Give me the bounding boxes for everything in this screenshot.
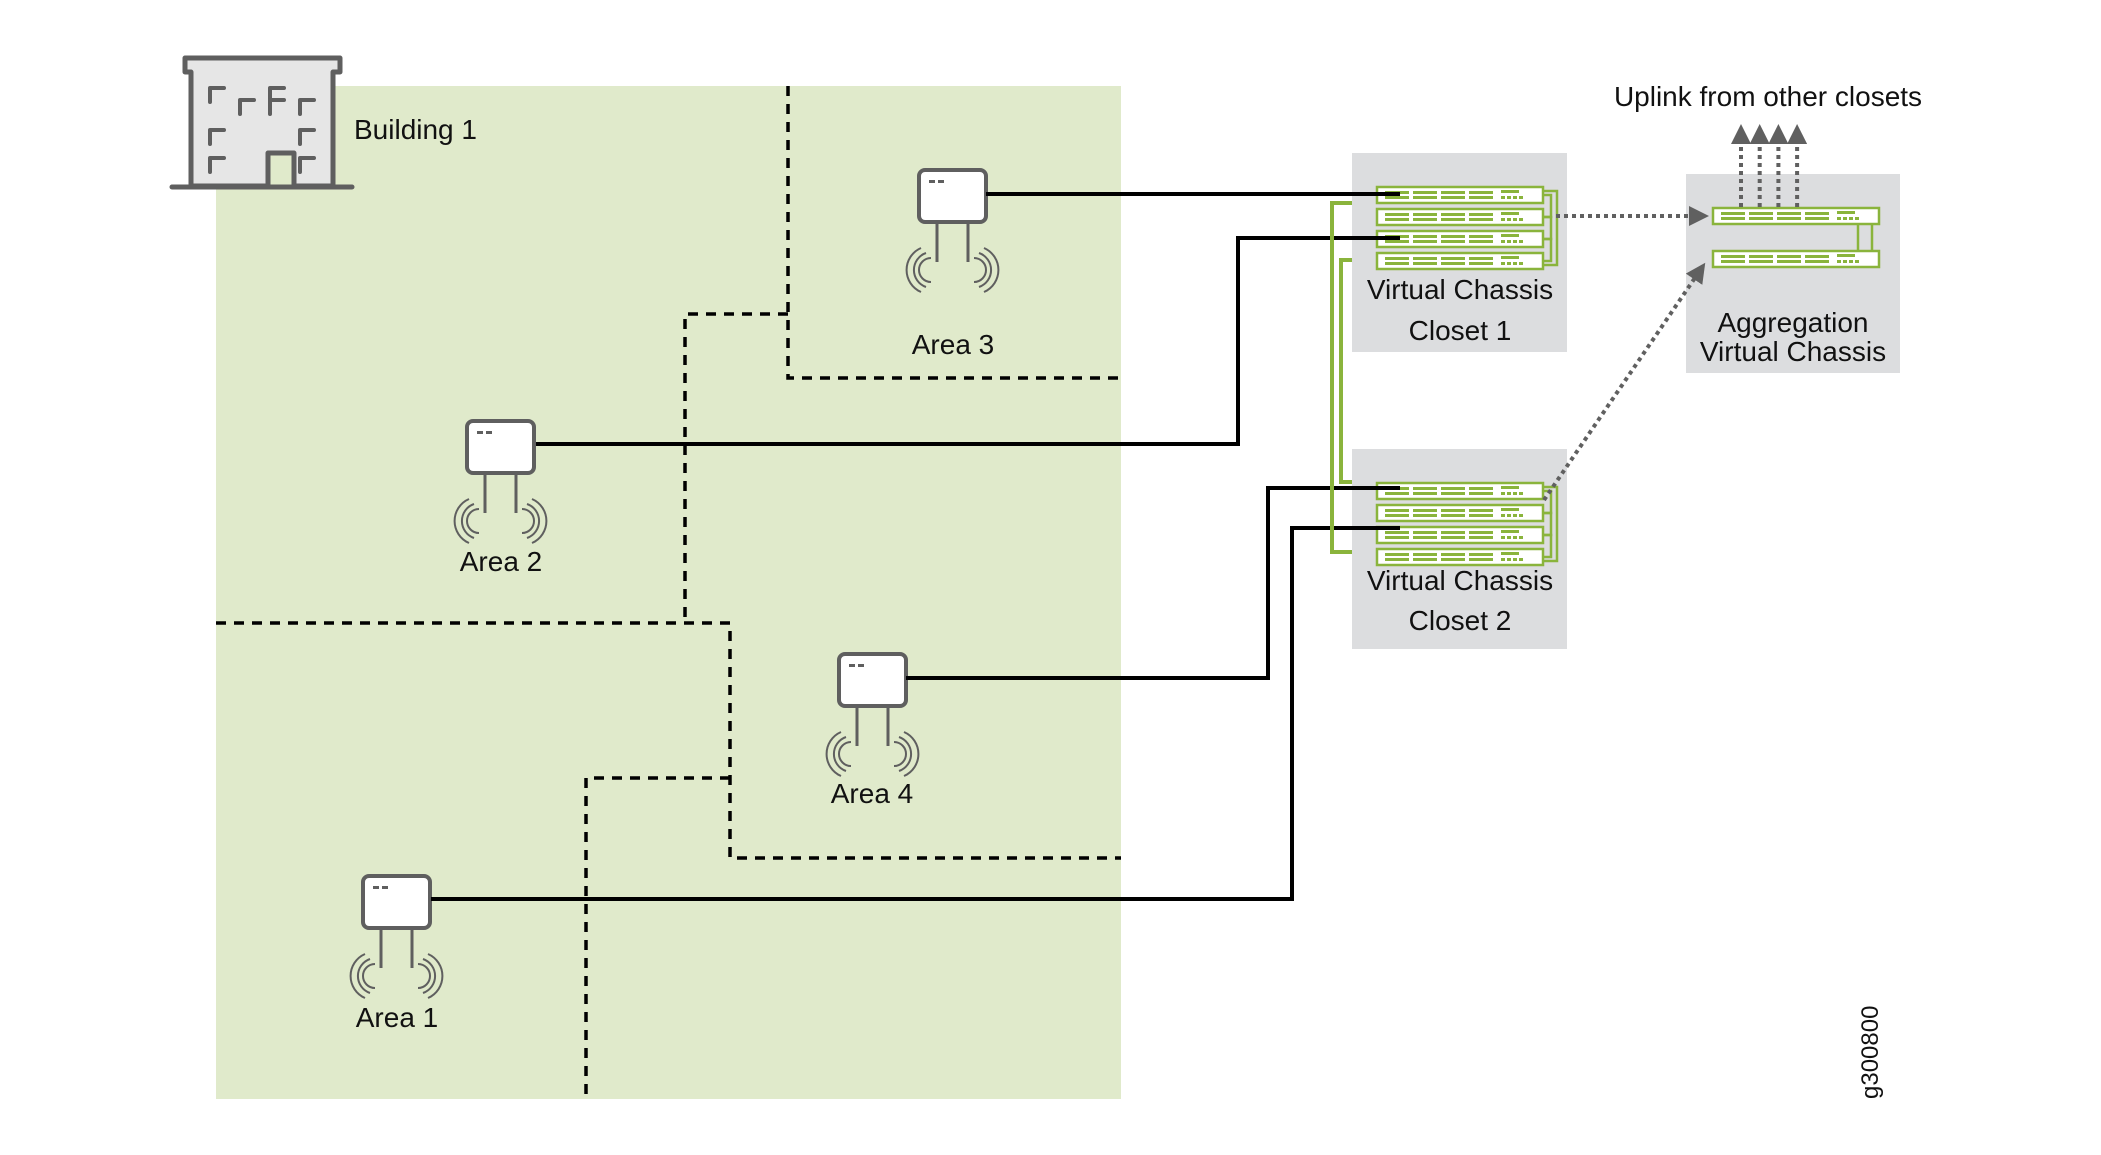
switch-icon (1375, 503, 1545, 523)
cable-area-1 (431, 526, 1400, 901)
switch-icon (1375, 525, 1545, 545)
closet-2-switch-stack (1375, 481, 1559, 567)
area-boundaries (216, 86, 1121, 1099)
wireless-access-point-icon (905, 168, 1000, 293)
closet-1-label-line2: Closet 1 (1409, 315, 1512, 346)
aggregation-label-line1: Aggregation (1717, 307, 1868, 338)
switch-icon (1711, 249, 1881, 269)
cable-ends (1352, 192, 1400, 530)
uplink-closet-2-to-aggregation (1542, 262, 1706, 502)
closet-1-label-line1: Virtual Chassis (1367, 274, 1553, 305)
switch-icon (1375, 229, 1545, 249)
area-3-boundary (786, 86, 1121, 380)
closet-2-label-line2: Closet 2 (1409, 605, 1512, 636)
switch-icon (1375, 185, 1545, 205)
switch-icon (1375, 547, 1545, 567)
closet-2-label-line1: Virtual Chassis (1367, 565, 1553, 596)
switch-icon (1375, 207, 1545, 227)
dotted-uplinks (1542, 206, 1709, 502)
area-1-label: Area 1 (356, 1002, 439, 1033)
wireless-access-point-icon (453, 419, 548, 544)
cables (431, 192, 1400, 901)
building-icon (169, 55, 355, 190)
vc-stack-cable (1543, 189, 1559, 267)
aggregation-vc-link (1856, 225, 1874, 251)
wireless-access-point-icon (349, 874, 444, 999)
switch-icon (1375, 251, 1545, 271)
aggregation-label-line2: Virtual Chassis (1700, 336, 1886, 367)
closet-1-switch-stack (1375, 185, 1559, 271)
building-label: Building 1 (354, 114, 477, 145)
vc-interconnect (1330, 201, 1352, 554)
area-4-label: Area 4 (831, 778, 914, 809)
aggregation-switch-stack (1711, 206, 1881, 269)
area-2-boundary (216, 621, 1121, 860)
switch-icon (1375, 481, 1545, 501)
vc-stack-cable (1543, 485, 1559, 563)
uplinks-from-other-closets (1731, 124, 1808, 207)
building-floor-area (216, 86, 1121, 1099)
area-1-4-boundary (584, 776, 730, 1099)
uplink-label: Uplink from other closets (1614, 81, 1922, 112)
figure-id: g300800 (1857, 1006, 1884, 1099)
cable-area-2 (536, 236, 1400, 446)
area-2-3-boundary (683, 312, 788, 623)
area-2-label: Area 2 (460, 546, 543, 577)
switch-icon (1711, 206, 1881, 226)
area-3-label: Area 3 (912, 329, 995, 360)
